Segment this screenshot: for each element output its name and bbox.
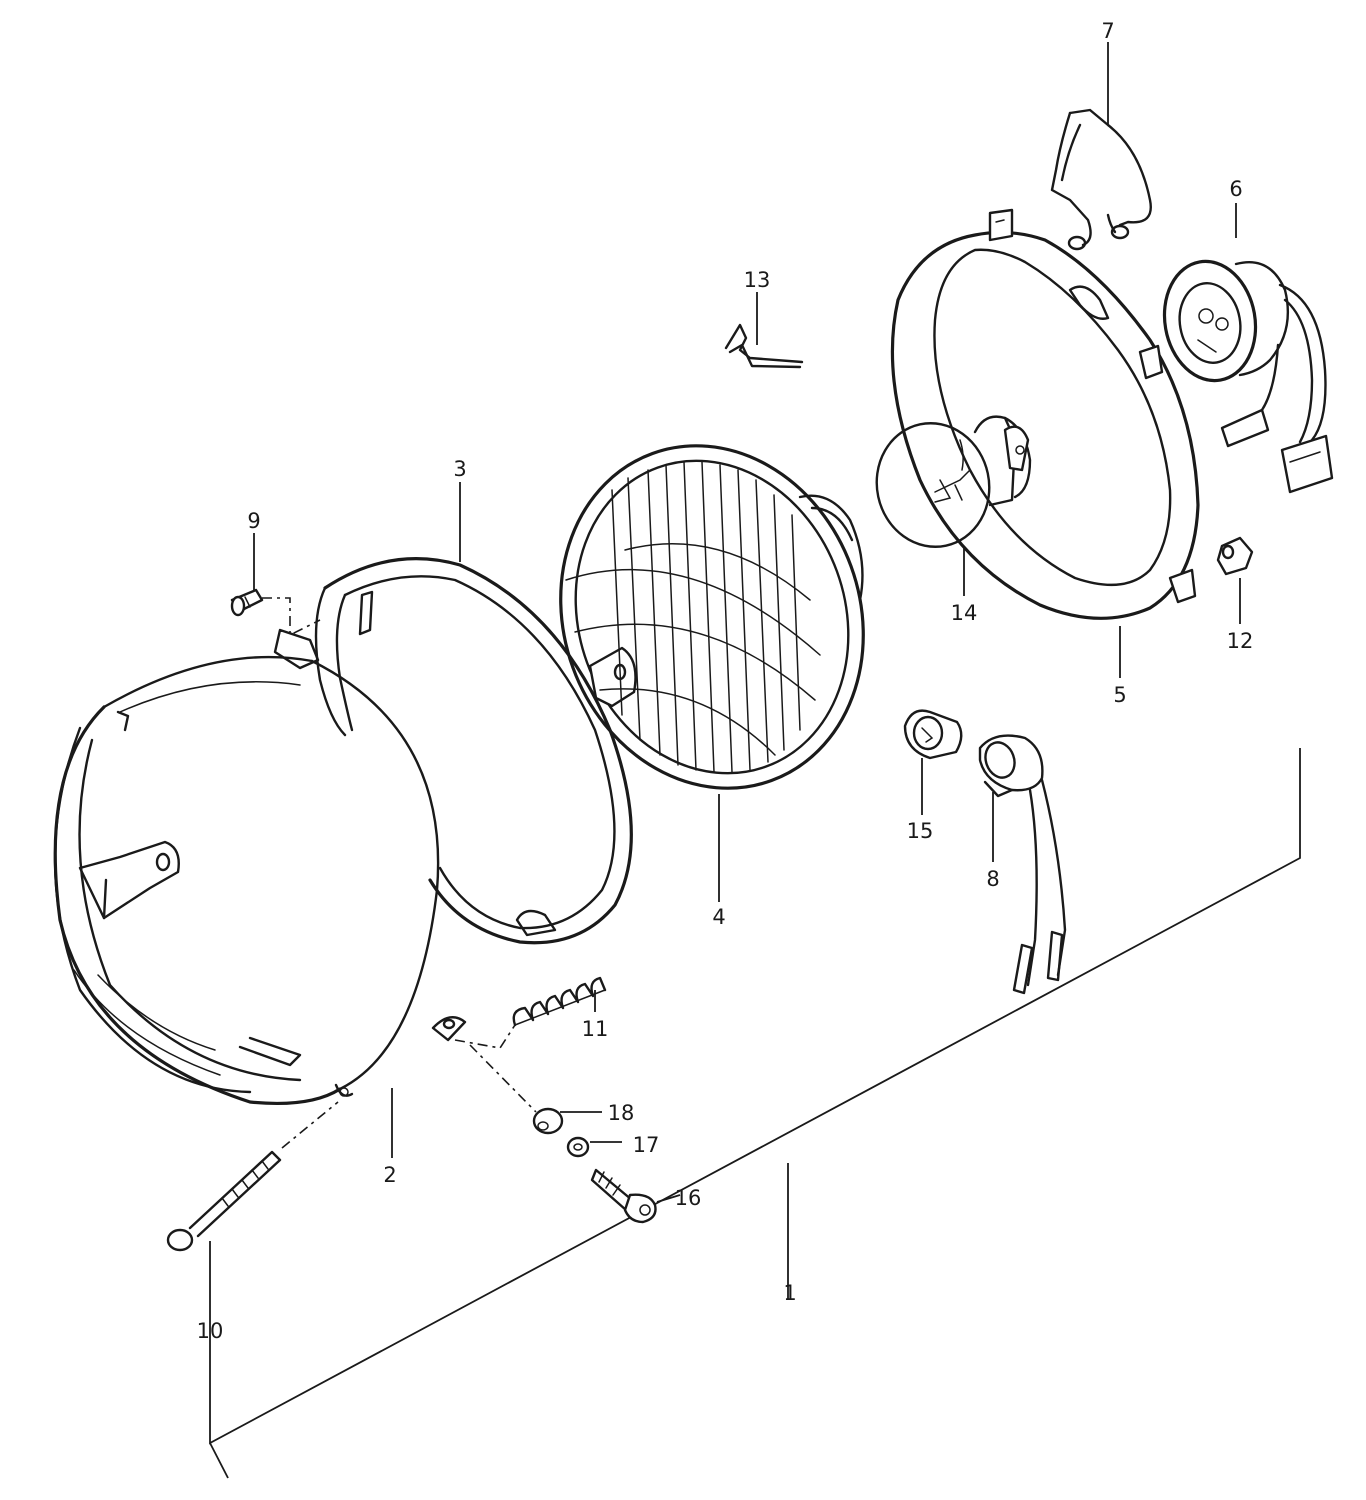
callout-18: 18 bbox=[608, 1101, 635, 1125]
headlamp-bulb bbox=[875, 415, 1032, 548]
lock-washer bbox=[566, 1136, 590, 1158]
callout-2: 2 bbox=[383, 1163, 396, 1187]
callout-13: 13 bbox=[744, 268, 771, 292]
small-nut bbox=[1216, 536, 1254, 576]
lamp-housing-ring bbox=[890, 208, 1200, 620]
socket-with-wiring bbox=[1162, 259, 1334, 494]
callout-9: 9 bbox=[247, 509, 260, 533]
callout-16: 16 bbox=[675, 1186, 702, 1210]
spring-clip bbox=[1050, 108, 1152, 251]
long-bolt bbox=[166, 1101, 339, 1252]
callout-7: 7 bbox=[1101, 19, 1114, 43]
bent-clip bbox=[724, 323, 804, 369]
callout-8: 8 bbox=[986, 867, 999, 891]
callout-14: 14 bbox=[951, 601, 978, 625]
sealed-beam-lens bbox=[559, 444, 865, 790]
assembly-bracket bbox=[209, 748, 1301, 1479]
callout-1: 1 bbox=[783, 1281, 796, 1305]
callout-12: 12 bbox=[1227, 629, 1254, 653]
callout-5: 5 bbox=[1113, 683, 1126, 707]
callout-labels: 1 2 3 4 5 6 7 8 9 10 11 12 13 14 15 16 1… bbox=[197, 19, 1254, 1343]
adjusting-spring bbox=[454, 976, 607, 1049]
retaining-ring bbox=[273, 557, 633, 945]
callout-17: 17 bbox=[633, 1133, 660, 1157]
leader-lines bbox=[253, 42, 1241, 1203]
callout-4: 4 bbox=[712, 905, 725, 929]
headlamp-housing bbox=[53, 655, 467, 1105]
screw-16 bbox=[590, 1168, 657, 1224]
pilot-bulb bbox=[903, 709, 963, 760]
flat-washer bbox=[469, 1044, 564, 1135]
pilot-lamp-socket bbox=[978, 734, 1067, 995]
callout-6: 6 bbox=[1229, 177, 1242, 201]
callout-3: 3 bbox=[453, 457, 466, 481]
screw-9 bbox=[230, 588, 321, 637]
callout-11: 11 bbox=[582, 1017, 609, 1041]
callout-10: 10 bbox=[197, 1319, 224, 1343]
callout-15: 15 bbox=[907, 819, 934, 843]
